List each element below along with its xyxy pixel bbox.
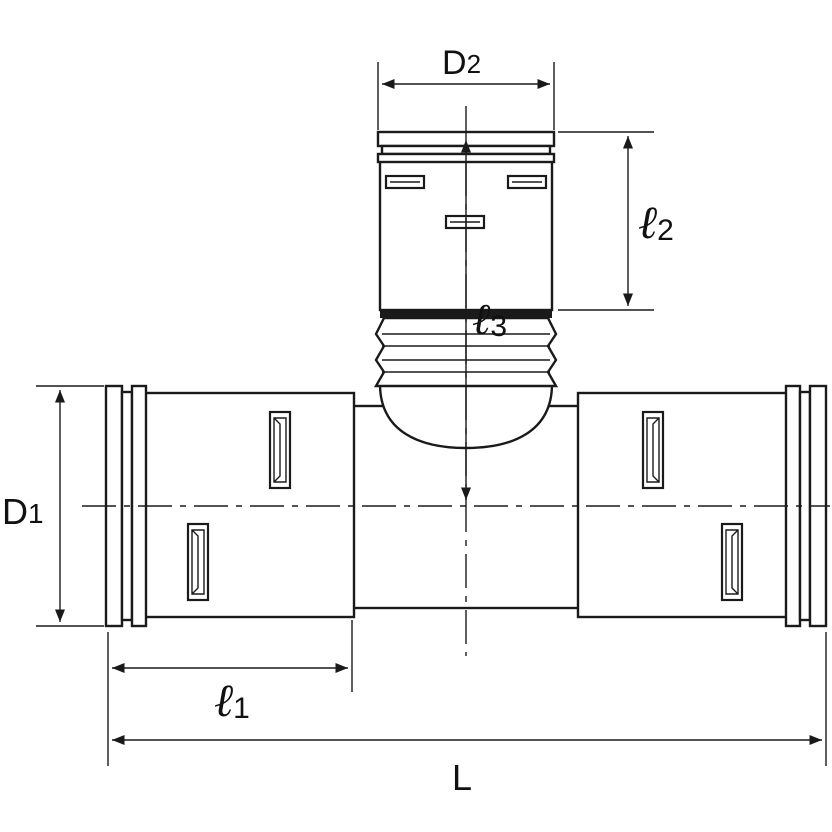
branch-slots <box>384 174 548 230</box>
label-l-total: L <box>452 757 472 798</box>
dimension-d2 <box>377 62 555 130</box>
label-l1: ℓ1 <box>214 675 250 726</box>
label-d1: D1 <box>2 491 44 532</box>
dimension-d1 <box>36 385 104 627</box>
label-d2: D2 <box>442 44 481 82</box>
label-l3: ℓ3 <box>472 295 507 344</box>
dimension-l2 <box>558 131 654 311</box>
dimension-l <box>112 632 827 766</box>
main-pipe-slots <box>186 410 744 602</box>
label-l2: ℓ2 <box>638 197 674 248</box>
dimension-l1 <box>107 620 353 766</box>
